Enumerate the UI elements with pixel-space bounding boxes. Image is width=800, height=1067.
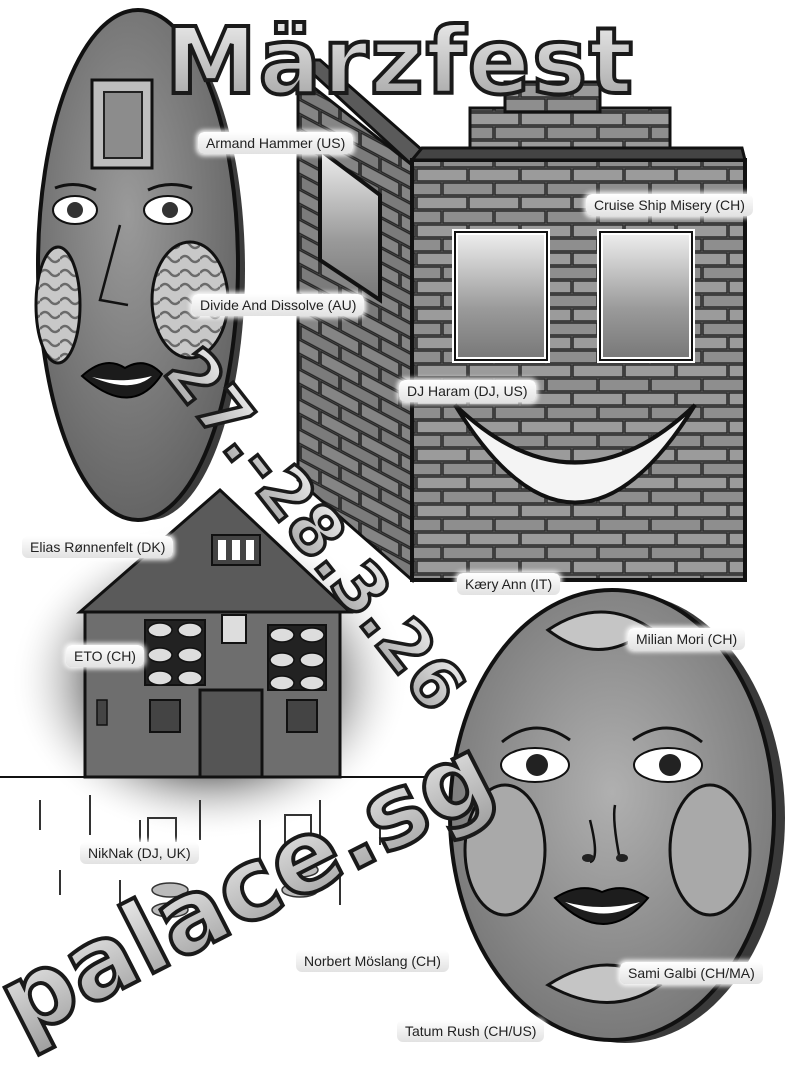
lineup-tatum-rush: Tatum Rush (CH/US): [397, 1020, 545, 1042]
lineup-kaery-ann: Kæry Ann (IT): [457, 573, 561, 595]
lineup-norbert-moslang: Norbert Möslang (CH): [296, 950, 449, 972]
lineup-sami-galbi: Sami Galbi (CH/MA): [620, 962, 763, 984]
lineup-armand-hammer: Armand Hammer (US): [198, 132, 354, 154]
lineup-elias-ronnenfelt: Elias Rønnenfelt (DK): [22, 536, 174, 558]
lineup-dj-haram: DJ Haram (DJ, US): [399, 380, 536, 402]
lineup-milian-mori: Milian Mori (CH): [628, 628, 746, 650]
brick-building-illustration: [294, 58, 747, 584]
title-lettering: Märzfest: [163, 6, 635, 117]
house-illustration: [0, 487, 425, 918]
lineup-niknak: NikNak (DJ, UK): [80, 842, 199, 864]
lineup-divide-and-dissolve: Divide And Dissolve (AU): [192, 294, 365, 316]
lineup-eto: ETO (CH): [66, 645, 144, 667]
left-face-illustration: [34, 8, 245, 522]
poster-title: Märzfest: [165, 8, 635, 115]
lineup-cruise-ship-misery: Cruise Ship Misery (CH): [586, 194, 753, 216]
right-face-illustration: [448, 588, 785, 1043]
